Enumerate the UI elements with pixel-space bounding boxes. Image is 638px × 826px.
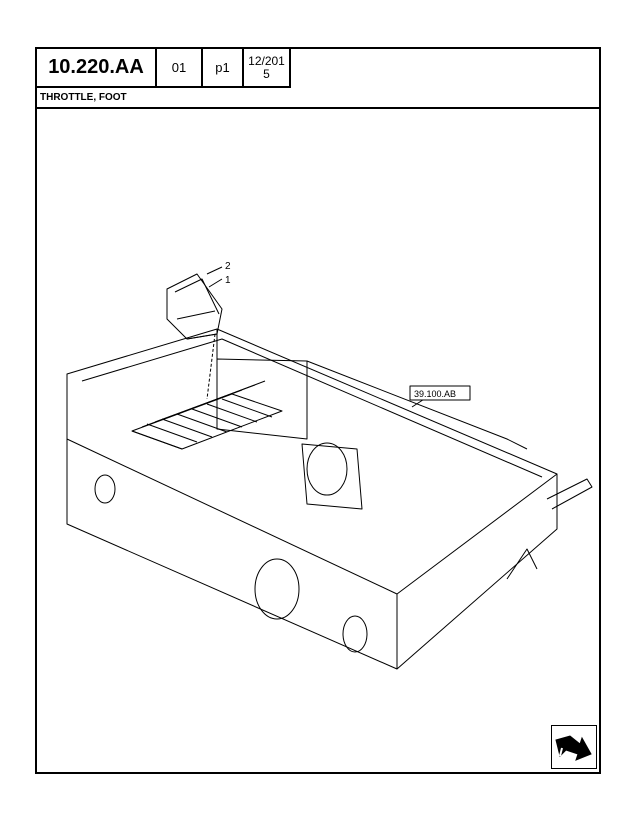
next-page-arrow-icon (555, 735, 592, 761)
floor-grid (131, 380, 283, 450)
access-hole (254, 558, 300, 620)
exploded-parts-drawing: 2 1 39.100.AB (66, 261, 593, 670)
sequence-number: 01 (157, 49, 203, 88)
revision-date: 12/201 5 (244, 49, 291, 88)
reference-label: 39.100.AB (414, 389, 456, 399)
foot-pedal (166, 273, 223, 340)
reference-label-box (409, 385, 471, 401)
page-title: THROTTLE, FOOT (37, 88, 599, 109)
chassis-frame (66, 328, 558, 670)
access-hole (342, 615, 368, 653)
access-hole (94, 474, 116, 504)
callout-2: 2 (225, 261, 231, 272)
header-row: 10.220.AA 01 p1 12/201 5 (37, 49, 291, 88)
page-number: p1 (203, 49, 244, 88)
page-frame: 10.220.AA 01 p1 12/201 5 THROTTLE, FOOT (35, 47, 601, 774)
section-code: 10.220.AA (37, 49, 157, 88)
next-page-button[interactable] (551, 725, 597, 769)
callout-1: 1 (225, 275, 231, 286)
access-hole (306, 442, 348, 496)
